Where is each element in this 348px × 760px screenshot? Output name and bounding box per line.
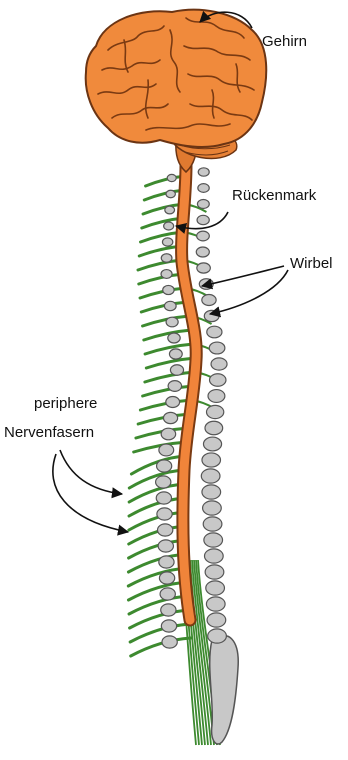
vertebra	[196, 247, 209, 257]
vertebra	[203, 517, 222, 531]
vertebra	[165, 206, 175, 214]
vertebra	[156, 476, 171, 488]
vertebra	[211, 358, 227, 370]
vertebra	[167, 174, 176, 181]
vertebra	[202, 485, 221, 499]
vertebra	[166, 317, 178, 327]
vertebra	[197, 215, 209, 224]
label-peripheral-line1: periphere	[34, 395, 97, 412]
vertebra	[159, 556, 174, 568]
vertebra	[198, 184, 209, 193]
vertebra	[157, 508, 172, 520]
label-peripheral-line2: Nervenfasern	[4, 424, 94, 441]
vertebra	[208, 629, 227, 643]
vertebra	[166, 396, 180, 407]
vertebra	[156, 492, 171, 504]
vertebra	[197, 263, 211, 273]
vertebra	[208, 390, 225, 403]
vertebra	[204, 533, 223, 547]
vertebra	[161, 620, 176, 632]
vertebra	[159, 444, 174, 456]
vertebra	[164, 301, 176, 310]
vertebra	[161, 604, 176, 616]
vertebra	[159, 572, 174, 584]
vertebra	[203, 501, 222, 515]
vertebra	[168, 381, 181, 392]
vertebra	[169, 349, 182, 359]
vertebra	[161, 428, 175, 440]
vertebra	[207, 613, 226, 627]
vertebra	[204, 549, 223, 563]
sacrum	[210, 635, 238, 744]
vertebra	[161, 270, 172, 279]
vertebra	[197, 199, 209, 208]
peripheral-nerve	[131, 638, 191, 656]
vertebra	[205, 421, 223, 435]
vertebra	[206, 597, 225, 611]
vertebra	[161, 254, 172, 263]
vertebra	[160, 588, 175, 600]
arrow-vertebra-1	[202, 266, 284, 286]
vertebra	[205, 565, 224, 579]
arrow-nerve-1	[60, 450, 122, 494]
vertebra	[170, 365, 183, 375]
vertebra	[166, 190, 175, 197]
vertebra	[197, 231, 210, 241]
vertebra	[157, 460, 172, 472]
vertebra	[162, 636, 177, 648]
arrow-vertebra-2	[210, 270, 288, 314]
vertebra	[201, 469, 220, 483]
peripheral-nerve	[145, 372, 195, 382]
vertebra	[203, 437, 221, 451]
brain	[86, 10, 267, 147]
vertebra	[206, 405, 223, 418]
vertebra	[168, 333, 180, 343]
vertebra	[207, 326, 222, 338]
peripheral-nerve	[146, 358, 195, 368]
label-brain: Gehirn	[262, 33, 307, 50]
vertebra	[158, 540, 173, 552]
vertebra	[209, 342, 225, 354]
label-spinal-cord: Rückenmark	[232, 187, 316, 204]
vertebra	[210, 374, 226, 387]
vertebra	[158, 524, 173, 536]
vertebra	[163, 285, 174, 294]
vertebra	[162, 238, 172, 246]
vertebra	[164, 222, 174, 230]
label-vertebrae: Wirbel	[290, 255, 333, 272]
vertebra	[202, 295, 216, 306]
vertebra	[198, 168, 209, 176]
vertebra	[163, 412, 177, 423]
vertebra	[206, 581, 225, 595]
vertebra	[202, 453, 221, 467]
